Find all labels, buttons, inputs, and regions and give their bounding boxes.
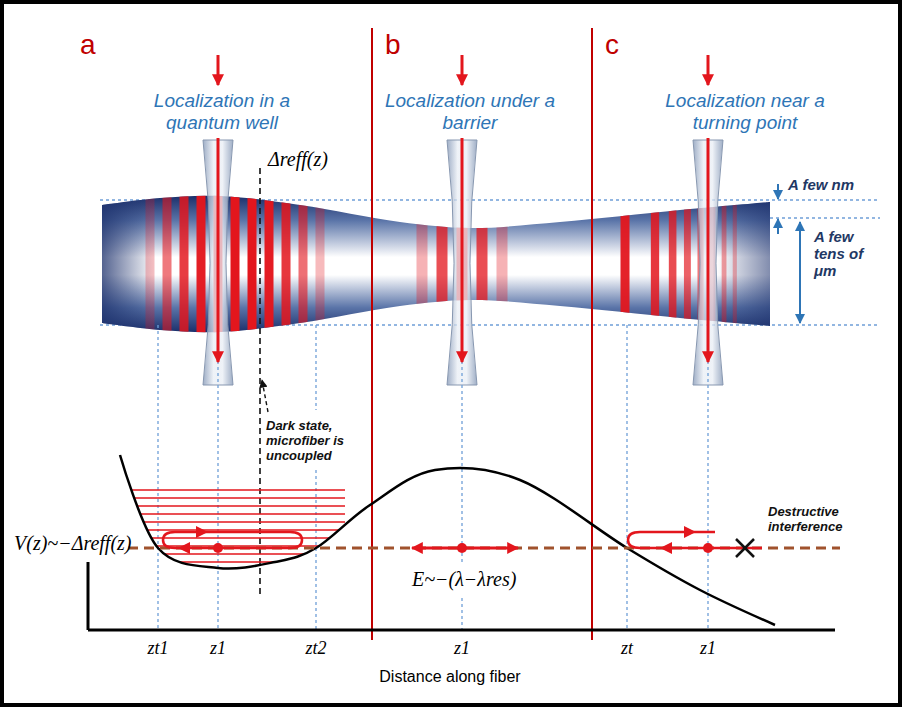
fringe bbox=[146, 185, 155, 345]
fringe bbox=[231, 185, 240, 345]
position-tick: zt2 bbox=[291, 638, 341, 658]
panel-title: Localization in a quantum well bbox=[127, 90, 317, 134]
leader-line bbox=[262, 380, 268, 412]
fiber bbox=[102, 185, 770, 345]
dimension-label: A few nm bbox=[788, 176, 854, 193]
panel-title: Localization under a barrier bbox=[380, 90, 560, 134]
mode-loop bbox=[163, 526, 302, 554]
energy-level bbox=[122, 529, 345, 530]
note: Dark state, microfiber is uncoupled bbox=[266, 418, 366, 463]
energy-level bbox=[122, 497, 345, 498]
energy-level bbox=[122, 513, 345, 514]
dimension-label: A few tens of μm bbox=[814, 228, 866, 279]
mode-fringes bbox=[146, 185, 737, 345]
potential-plot bbox=[88, 455, 840, 630]
energy-label: E~−(λ−λres) bbox=[412, 568, 516, 591]
panel-title: Localization near a turning point bbox=[635, 90, 855, 134]
panel-letter: a bbox=[80, 30, 96, 60]
fringe bbox=[684, 185, 691, 345]
fringe bbox=[651, 185, 659, 345]
fringe bbox=[197, 185, 206, 345]
energy-level bbox=[122, 553, 345, 554]
fringe bbox=[669, 185, 677, 345]
potential-curve bbox=[120, 455, 775, 625]
note: Destructive interference bbox=[768, 504, 886, 534]
energy-level bbox=[122, 561, 345, 562]
position-lines bbox=[158, 325, 708, 630]
panel-letter: b bbox=[385, 30, 401, 60]
axis-title: V(z)~−Δreff(z) bbox=[14, 532, 132, 555]
tunneling-arrow bbox=[412, 543, 518, 553]
fringe bbox=[733, 185, 737, 345]
position-tick: z1 bbox=[683, 638, 733, 658]
panel-letter: c bbox=[605, 30, 619, 60]
axis-title: Distance along fiber bbox=[300, 668, 600, 686]
fringe bbox=[265, 185, 274, 345]
fringe bbox=[180, 185, 189, 345]
fringe bbox=[497, 185, 508, 345]
fringe bbox=[163, 185, 172, 345]
light-arrow bbox=[218, 55, 708, 362]
dimension-arrow bbox=[778, 184, 800, 323]
position-tick: zt1 bbox=[133, 638, 183, 658]
fringe bbox=[477, 185, 488, 345]
fringe bbox=[299, 185, 308, 345]
energy-level bbox=[122, 505, 345, 506]
fringe bbox=[722, 185, 727, 345]
position-tick: z1 bbox=[437, 638, 487, 658]
fringe bbox=[282, 185, 291, 345]
math-label: Δreff(z) bbox=[268, 148, 328, 171]
energy-level bbox=[122, 537, 345, 538]
position-tick: z1 bbox=[193, 638, 243, 658]
fringe bbox=[316, 185, 325, 345]
fringe bbox=[621, 185, 630, 345]
fringe bbox=[437, 185, 448, 345]
fringe bbox=[248, 185, 257, 345]
turning-loop bbox=[628, 526, 762, 557]
fringe bbox=[417, 185, 428, 345]
energy-level bbox=[122, 489, 345, 490]
energy-level bbox=[122, 521, 345, 522]
position-tick: zt bbox=[602, 638, 652, 658]
